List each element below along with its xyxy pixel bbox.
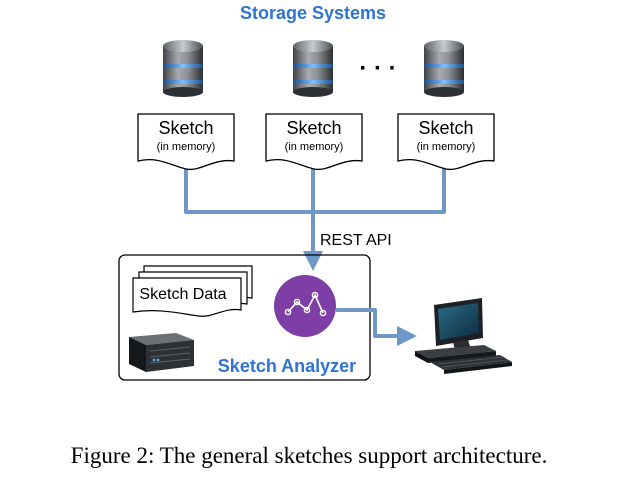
output-connector <box>336 308 417 346</box>
sketch-analyzer-box <box>118 254 371 381</box>
sketch-title: Sketch <box>158 118 213 138</box>
sketch-subtitle: (in memory) <box>285 141 344 153</box>
database-icon <box>424 40 464 97</box>
storage-systems-title: Storage Systems <box>240 3 386 23</box>
sketch-subtitle: (in memory) <box>417 141 476 153</box>
sketch-document: Sketch (in memory) <box>137 113 235 171</box>
sketch-data-label: Sketch Data <box>139 286 226 303</box>
sketch-title: Sketch <box>418 118 473 138</box>
sketch-document: Sketch (in memory) <box>397 113 495 171</box>
sketch-analyzer-label: Sketch Analyzer <box>218 356 356 376</box>
ellipsis: · · · <box>359 55 396 82</box>
sketch-document: Sketch (in memory) <box>265 113 363 171</box>
database-icon <box>163 40 203 97</box>
rest-api-label: REST API <box>320 232 392 249</box>
database-icon <box>293 40 333 97</box>
connector-lines <box>184 168 446 271</box>
desktop-computer-icon <box>415 298 512 374</box>
server-rack-icon <box>129 333 194 372</box>
sketch-title: Sketch <box>286 118 341 138</box>
figure-caption: Figure 2: The general sketches support a… <box>70 443 548 468</box>
sketch-data-stack: Sketch Data <box>132 265 253 317</box>
graph-nodes-icon <box>274 275 336 337</box>
sketch-subtitle: (in memory) <box>157 141 216 153</box>
